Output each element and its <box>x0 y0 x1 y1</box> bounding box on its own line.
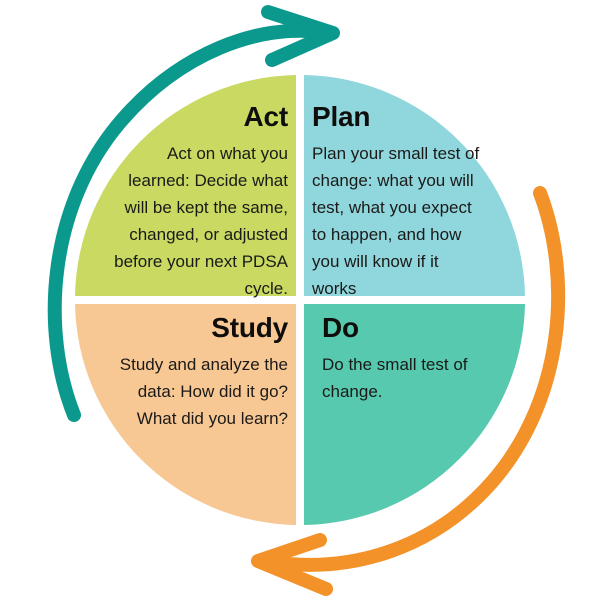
teal-arrow-head <box>261 5 340 67</box>
quadrant-wedge-do <box>304 304 525 525</box>
quadrant-wedge-act <box>75 75 296 296</box>
quadrant-do-body: Do the small test of change. <box>322 355 468 401</box>
quadrant-do-title: Do <box>322 312 359 343</box>
quadrant-study-title: Study <box>211 312 288 343</box>
teal-cycle-arrow <box>47 5 340 422</box>
quadrant-act: Act Act on what you learned: Decide what… <box>112 100 288 302</box>
quadrant-wedge-plan <box>304 75 525 296</box>
quadrant-plan-title: Plan <box>312 101 371 132</box>
teal-arrow-shaft <box>47 23 327 422</box>
orange-cycle-arrow <box>251 186 566 596</box>
orange-arrow-shaft <box>265 186 566 572</box>
quadrant-plan: Plan Plan your small test of change: wha… <box>312 100 482 302</box>
quadrant-wedge-study <box>75 304 296 525</box>
orange-arrow-head <box>251 533 333 596</box>
quadrant-plan-body: Plan your small test of change: what you… <box>312 144 480 298</box>
quadrant-act-title: Act <box>243 101 288 132</box>
quadrant-do: Do Do the small test of change. <box>322 311 497 405</box>
quadrant-act-body: Act on what you learned: Decide what wil… <box>114 144 288 298</box>
quadrant-study: Study Study and analyze the data: How di… <box>112 311 288 432</box>
quadrant-study-body: Study and analyze the data: How did it g… <box>119 355 288 428</box>
